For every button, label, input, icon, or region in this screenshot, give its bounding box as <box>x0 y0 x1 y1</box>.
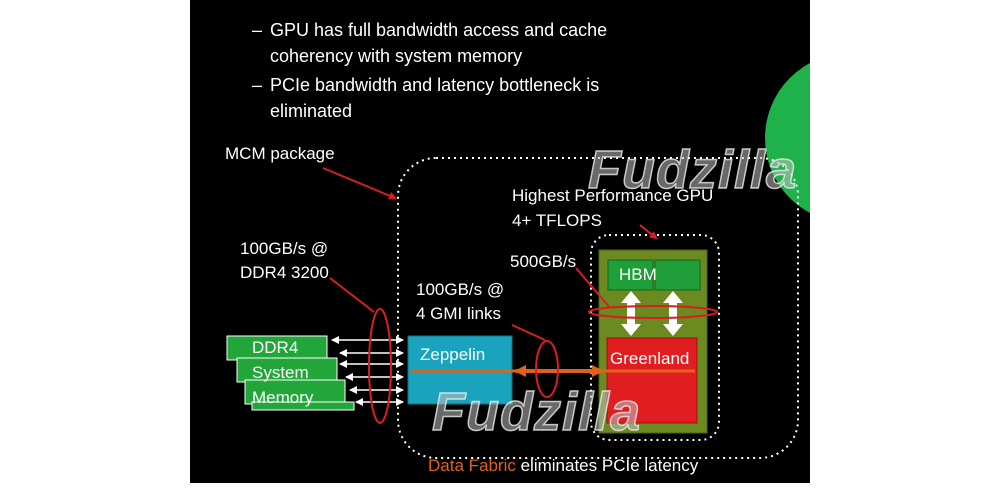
gpu-tflops-label: 4+ TFLOPS <box>512 211 602 230</box>
bullet-2-line-2: eliminated <box>270 101 353 121</box>
diagram-graphics <box>226 63 810 459</box>
gpu-title-label: Highest Performance GPU <box>512 186 714 205</box>
hbm-arrow-left <box>621 291 641 336</box>
bullet-1-line-2: coherency with system memory <box>270 46 523 66</box>
hbm-arrows <box>621 291 683 336</box>
hbm-bandwidth-label: 500GB/s <box>510 252 577 271</box>
ddr4-stick-3 <box>244 379 346 405</box>
bullet-1-line-1: GPU has full bandwidth access and cache <box>270 20 608 40</box>
gmi-bw-pointer <box>511 324 546 341</box>
watermark-top: Fudzilla <box>587 139 797 201</box>
footer-rest: eliminates PCIe latency <box>515 456 699 475</box>
bullet-dash-2: – <box>252 75 263 95</box>
hbm-bandwidth-ellipse <box>588 305 718 319</box>
gmi-bandwidth-ellipse <box>535 340 559 398</box>
ddr-bandwidth-label-2: DDR4 3200 <box>240 263 329 282</box>
memory-label: Memory <box>252 388 314 407</box>
corner-green-circle <box>765 63 810 213</box>
ddr4-stick-4 <box>251 401 355 411</box>
ddr4-stick-2 <box>236 357 338 383</box>
bullet-dash-1: – <box>252 20 263 40</box>
gmi-bandwidth-label-1: 100GB/s @ <box>416 280 505 299</box>
gpu-boundary <box>590 234 720 441</box>
slide: – GPU has full bandwidth access and cach… <box>190 0 810 483</box>
gmi-bandwidth-label-2: 4 GMI links <box>416 304 502 323</box>
hbm-block-left <box>607 259 654 291</box>
greenland-label: Greenland <box>610 349 690 368</box>
hbm-label: HBM <box>619 265 657 284</box>
hbm-arrow-right <box>663 291 683 336</box>
zeppelin-label: Zeppelin <box>420 345 486 364</box>
ddr4-label: DDR4 <box>252 338 299 357</box>
greenland-block <box>606 337 698 424</box>
ddr-bandwidth-ellipse <box>368 308 392 424</box>
bullet-2-line-1: PCIe bandwidth and latency bottleneck is <box>270 75 600 95</box>
footer-caption: Data Fabric eliminates PCIe latency <box>428 455 698 477</box>
system-label: System <box>252 363 309 382</box>
mcm-pointer <box>322 167 397 200</box>
ddr-bandwidth-label-1: 100GB/s @ <box>240 239 329 258</box>
watermark-bottom: Fudzilla <box>431 381 641 443</box>
ddr4-stick-1 <box>226 335 328 361</box>
footer-highlight: Data Fabric <box>428 456 516 475</box>
hbm-bw-pointer <box>575 267 611 309</box>
ddr-zeppelin-links <box>331 336 404 406</box>
mcm-package-boundary <box>397 157 799 459</box>
mcm-package-label: MCM package <box>225 144 335 163</box>
gpu-title-pointer <box>639 224 658 240</box>
hbm-block-right <box>654 259 701 291</box>
ddr-bw-pointer <box>329 277 375 313</box>
